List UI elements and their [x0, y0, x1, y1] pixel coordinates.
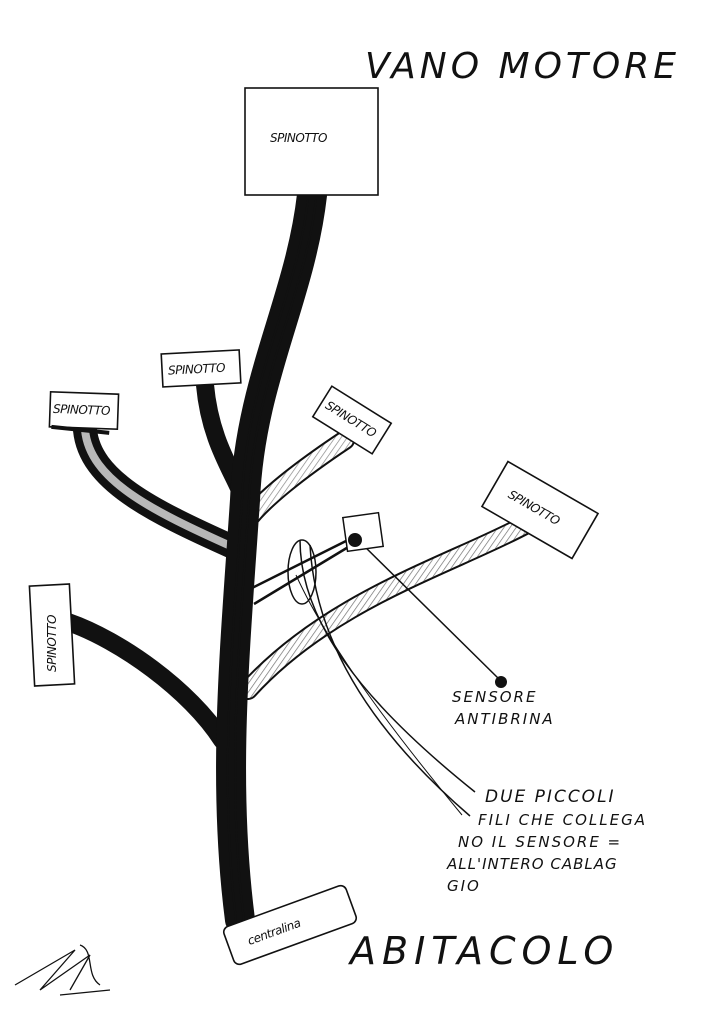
note-two-wires: DUE PICCOLI FILI CHE COLLEGA NO IL SENSO…	[446, 787, 647, 895]
svg-text:NO IL SENSORE =: NO IL SENSORE =	[458, 833, 622, 851]
connector-upper-left: SPINOTTO	[48, 390, 120, 435]
signature	[14, 944, 111, 996]
svg-text:FILI CHE COLLEGA: FILI CHE COLLEGA	[478, 811, 647, 829]
svg-text:ALL'INTERO CABLAG: ALL'INTERO CABLAG	[446, 855, 618, 873]
svg-text:SPINOTTO: SPINOTTO	[168, 361, 226, 378]
harness-branches	[59, 180, 535, 935]
sensor-label-line1: SENSORE	[452, 688, 537, 706]
title-vano-motore: VANO MOTORE	[365, 46, 680, 87]
branch-left	[59, 613, 231, 749]
sensor-dot	[495, 676, 507, 688]
svg-text:SPINOTTO: SPINOTTO	[45, 615, 59, 672]
sensor-wires	[251, 536, 501, 817]
svg-text:SPINOTTO: SPINOTTO	[53, 402, 110, 418]
connector-right: SPINOTTO	[480, 460, 600, 560]
connector-top-label: SPINOTTO	[270, 131, 327, 145]
connector-top: SPINOTTO	[244, 87, 379, 196]
svg-text:GIO: GIO	[447, 877, 481, 895]
connector-bottom: centralina	[222, 884, 358, 966]
connector-left: SPINOTTO	[28, 583, 76, 687]
connector-upper-middle: SPINOTTO	[160, 349, 242, 388]
branch-upper-left	[73, 418, 247, 560]
sensor-label-line2: ANTIBRINA	[454, 710, 555, 728]
title-abitacolo: ABITACOLO	[347, 929, 619, 973]
main-trunk	[216, 180, 327, 935]
svg-text:DUE PICCOLI: DUE PICCOLI	[485, 787, 616, 807]
sensor-junction-box	[341, 511, 385, 553]
sensor-junction-dot	[348, 533, 362, 547]
branch-right	[238, 515, 535, 700]
